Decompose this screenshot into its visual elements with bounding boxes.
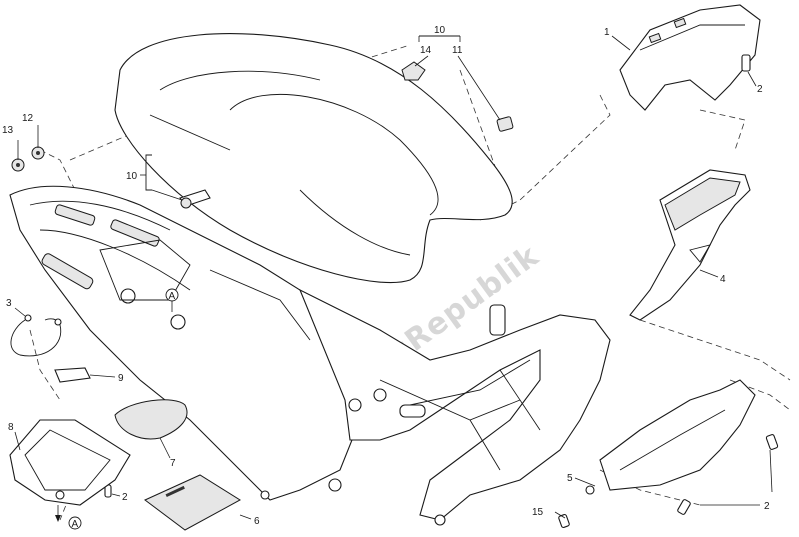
- callout-12: 12: [22, 113, 34, 124]
- reference-a-upper: A: [165, 288, 179, 302]
- part-1-bracket: [619, 4, 761, 111]
- part-4-side-cover: [629, 169, 751, 321]
- svg-text:A: A: [72, 519, 79, 530]
- callout-8: 8: [8, 422, 14, 433]
- parts-10-14-11-fixings: [179, 61, 514, 209]
- part-8-tray: [9, 419, 131, 506]
- callout-11: 11: [452, 45, 463, 56]
- part-2-screws: [104, 54, 779, 515]
- callout-3: 3: [6, 298, 12, 309]
- callout-2-top: 2: [757, 84, 763, 95]
- callout-1: 1: [604, 27, 610, 38]
- callout-7: 7: [170, 458, 176, 469]
- part-3-cable: [10, 314, 62, 357]
- svg-text:A: A: [169, 291, 176, 302]
- callout-2-left: 2: [122, 492, 128, 503]
- callout-4: 4: [720, 274, 726, 285]
- callout-labels: 1 2 3 4 5 6 7 8 9 10 10 11 12 13 14 15 2…: [2, 25, 770, 527]
- leader-lines: [14, 35, 773, 520]
- callout-15: 15: [532, 507, 544, 518]
- callout-5: 5: [567, 473, 573, 484]
- part-5-side-panel: [585, 379, 756, 495]
- part-6-manual: [144, 474, 241, 531]
- callout-9: 9: [118, 373, 124, 384]
- reference-a-lower: A: [55, 515, 82, 530]
- main-frame: [298, 288, 611, 526]
- part-7-pad: [114, 399, 188, 440]
- parts-12-13-washers: [11, 146, 45, 172]
- part-15-bolt: [558, 514, 570, 528]
- callout-10-left: 10: [126, 171, 138, 182]
- callout-2-right: 2: [764, 501, 770, 512]
- callout-14: 14: [420, 45, 432, 56]
- callout-13: 13: [2, 125, 14, 136]
- rear-subframe: [9, 185, 361, 501]
- callout-6: 6: [254, 516, 260, 527]
- seat: [114, 33, 513, 284]
- callout-10-top: 10: [434, 25, 446, 36]
- part-9-latch: [54, 367, 91, 383]
